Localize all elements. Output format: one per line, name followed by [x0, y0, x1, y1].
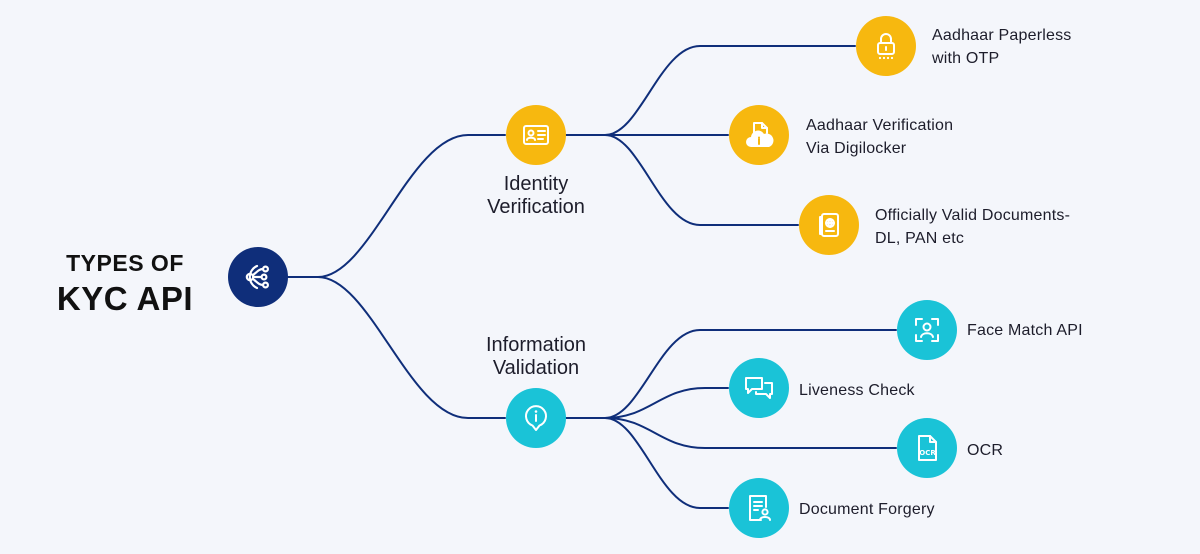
connector-info-ocr — [604, 417, 897, 449]
aadhaar-otp-line1: Aadhaar Paperless — [932, 27, 1072, 44]
passport-icon — [819, 213, 839, 237]
digilocker-line1: Aadhaar Verification — [806, 117, 954, 134]
ovd-label: Officially Valid Documents- DL, PAN etc — [875, 204, 1070, 250]
document-user-icon — [749, 495, 771, 521]
connector-root-identity — [287, 134, 506, 278]
face-scan-icon — [915, 318, 939, 342]
id-card-icon — [523, 125, 549, 145]
digilocker-label: Aadhaar Verification Via Digilocker — [806, 114, 953, 160]
information-label-line2: Validation — [492, 357, 580, 379]
diagram-title-line1: TYPES OF — [66, 250, 184, 276]
ocr-label: OCR — [967, 442, 1004, 459]
identity-verification-label: Identity Verification — [446, 173, 626, 219]
document-forgery-label: Document Forgery — [799, 501, 935, 518]
network-hub-icon — [245, 264, 270, 290]
identity-label-line1: Identity — [503, 173, 569, 195]
cloud-document-icon — [746, 122, 774, 147]
information-validation-label: Information Validation — [446, 334, 626, 380]
diagram-title-line2: KYC API — [56, 280, 194, 317]
document-forgery-node — [729, 478, 789, 538]
chat-bubbles-icon — [745, 377, 773, 399]
liveness-check-node — [729, 358, 789, 418]
aadhaar-otp-label: Aadhaar Paperless with OTP — [932, 24, 1072, 70]
svg-text:OCR: OCR — [919, 449, 936, 457]
aadhaar-otp-node — [856, 16, 916, 76]
information-label-line1: Information — [485, 334, 587, 356]
aadhaar-otp-line2: with OTP — [932, 50, 1000, 67]
information-validation-node — [506, 388, 566, 448]
kyc-api-node — [228, 247, 288, 307]
ocr-document-icon: OCR — [918, 435, 937, 461]
identity-verification-node — [506, 105, 566, 165]
face-match-node — [897, 300, 957, 360]
connector-info-face — [565, 329, 897, 419]
connector-info-liveness — [604, 387, 729, 419]
ocr-node: OCR — [897, 418, 957, 478]
liveness-check-label: Liveness Check — [799, 382, 915, 399]
connector-identity-ovd — [604, 134, 799, 226]
digilocker-node — [729, 105, 789, 165]
face-match-label: Face Match API — [967, 322, 1083, 339]
connector-root-information — [317, 276, 506, 419]
ovd-node — [799, 195, 859, 255]
connector-info-forgery — [604, 417, 729, 509]
lock-icon — [877, 33, 895, 60]
identity-label-line2: Verification — [487, 196, 585, 218]
info-pin-icon — [525, 405, 547, 431]
ovd-line2: DL, PAN etc — [875, 230, 965, 247]
connector-identity-aadhaar-otp — [565, 45, 856, 136]
digilocker-line2: Via Digilocker — [806, 140, 907, 157]
ovd-line1: Officially Valid Documents- — [875, 207, 1071, 224]
